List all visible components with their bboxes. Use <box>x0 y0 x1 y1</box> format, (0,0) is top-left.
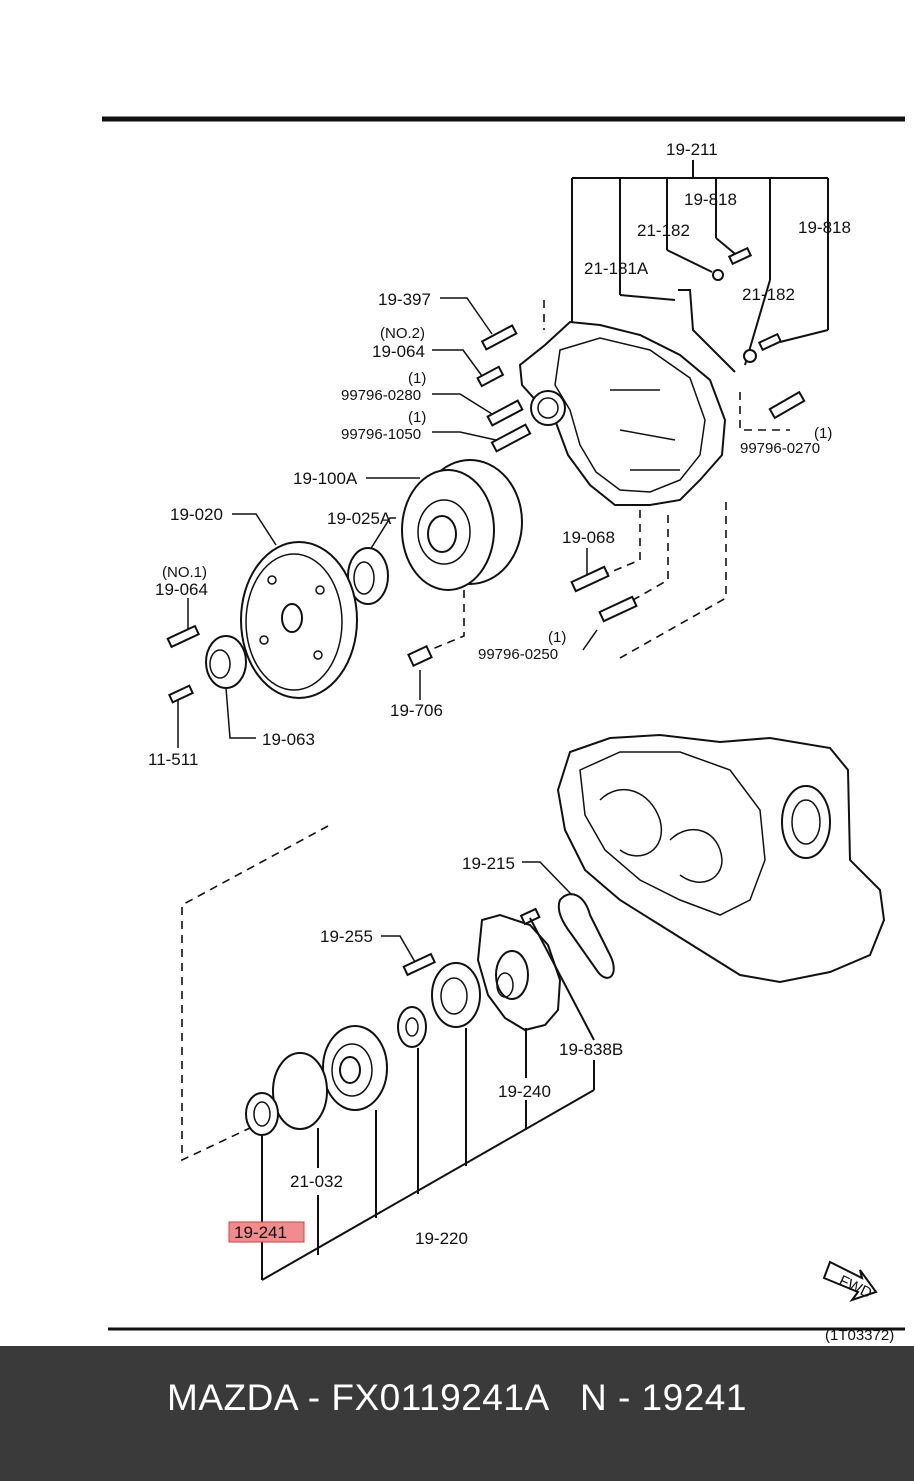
bolt-19-397 <box>480 324 518 351</box>
label-q1-c: (1) <box>814 425 832 442</box>
oil-seal-19-241 <box>245 1092 279 1136</box>
label-21-181a: 21-181A <box>584 259 649 278</box>
bolt-19-838b <box>519 907 541 926</box>
label-99796-0280: 99796-0280 <box>341 387 421 404</box>
label-no1: (NO.1) <box>162 564 207 581</box>
bolt-99796-0280 <box>486 399 524 427</box>
bolt-99796-0250 <box>598 595 638 623</box>
bolt-19-818-b <box>757 332 783 352</box>
bolt-11-511 <box>168 684 194 704</box>
bolt-19-068 <box>570 565 610 593</box>
oil-pump-19-240 <box>476 913 562 1032</box>
bolt-19-818-a <box>727 246 753 266</box>
bolt-19-706 <box>407 645 433 667</box>
label-19-255: 19-255 <box>320 927 373 946</box>
label-19-818-a: 19-818 <box>684 190 737 209</box>
label-11-511: 11-511 <box>148 750 198 769</box>
callout-19-211-bracket <box>571 160 829 366</box>
label-19-215: 19-215 <box>462 854 515 873</box>
label-19-706: 19-706 <box>390 701 443 720</box>
diagram-code: (1T03372) <box>825 1327 894 1344</box>
bolt-19-064-no2 <box>476 365 505 388</box>
label-q1-b: (1) <box>408 409 426 426</box>
o-ring-21-032 <box>272 1052 328 1130</box>
label-19-068: 19-068 <box>562 528 615 547</box>
label-19-241: 19-241 <box>234 1223 287 1242</box>
label-99796-0270: 99796-0270 <box>740 440 820 457</box>
torque-converter-19-100a <box>401 459 523 591</box>
bolt-99796-1050 <box>490 423 532 453</box>
label-19-838b: 19-838B <box>559 1040 623 1059</box>
label-19-240: 19-240 <box>498 1082 551 1101</box>
inner-gear <box>397 1006 427 1048</box>
transmission-body <box>556 733 886 984</box>
clip-21-182-b <box>743 349 757 363</box>
label-no2: (NO.2) <box>380 325 425 342</box>
label-q1-d: (1) <box>548 629 566 646</box>
transaxle-case <box>518 320 727 506</box>
pump-body <box>322 1025 388 1111</box>
bolt-19-255 <box>402 952 437 977</box>
part-footer-bar: MAZDA - FX0119241A N - 19241 <box>0 1346 914 1481</box>
adapter-19-063 <box>205 635 247 689</box>
label-19-397: 19-397 <box>378 290 431 309</box>
label-19-025a: 19-025A <box>327 509 392 528</box>
parts-diagram: FWD 19-211 19-818 19-818 21-182 21-182 2… <box>102 116 905 1344</box>
outer-gear <box>431 962 481 1028</box>
label-19-064-a: 19-064 <box>155 580 208 599</box>
part-number-text: MAZDA - FX0119241A N - 19241 <box>167 1376 747 1418</box>
label-19-063: 19-063 <box>262 730 315 749</box>
pipe-21-181a <box>678 289 736 373</box>
label-q1-a: (1) <box>408 370 426 387</box>
clip-21-182-a <box>712 269 724 281</box>
fwd-arrow-icon: FWD <box>822 1260 878 1302</box>
label-99796-0250: 99796-0250 <box>478 646 558 663</box>
label-19-100a: 19-100A <box>293 469 358 488</box>
label-19-220: 19-220 <box>415 1229 468 1248</box>
highlight-19-241 <box>228 1221 305 1243</box>
label-99796-1050: 99796-1050 <box>341 426 421 443</box>
label-19-064-b: 19-064 <box>372 342 425 361</box>
drive-plate-19-020 <box>240 541 358 699</box>
label-19-818-b: 19-818 <box>798 218 851 237</box>
label-19-211: 19-211 <box>666 140 718 159</box>
label-19-020: 19-020 <box>170 505 223 524</box>
bolt-19-064-no1 <box>166 624 201 649</box>
label-21-182-b: 21-182 <box>742 285 795 304</box>
label-21-182-a: 21-182 <box>637 221 690 240</box>
gasket-19-215 <box>557 893 615 979</box>
label-21-032: 21-032 <box>290 1172 343 1191</box>
bolt-99796-0270 <box>768 390 806 420</box>
